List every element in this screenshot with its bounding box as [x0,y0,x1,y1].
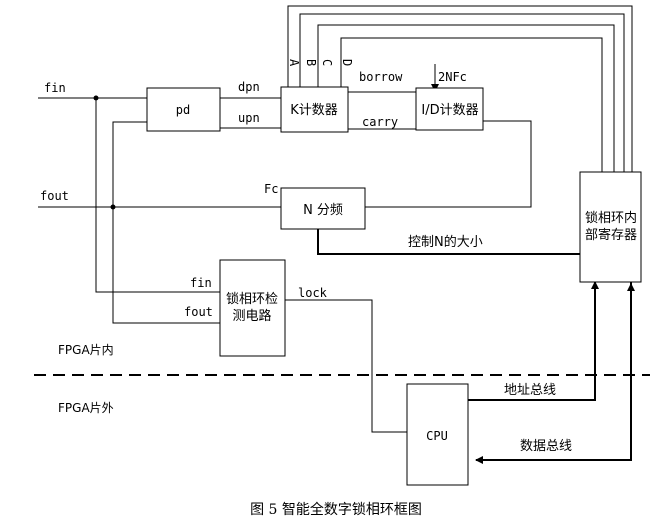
fout-label: fout [40,189,69,203]
k-register-bus [287,5,633,172]
n-divider-block [280,187,366,230]
id-counter-block [415,87,484,131]
fout-wire [38,121,281,324]
data-bus-wire [475,282,632,464]
data-bus-label: 数据总线 [520,439,572,454]
lock-detect-block [219,259,286,357]
fc-label: Fc [264,182,278,196]
fin-label: fin [44,81,66,95]
d-label: D [340,59,354,66]
fin-detect-label: fin [190,276,212,290]
2nfc-label: 2NFc [438,70,467,84]
fout-detect-label: fout [184,305,213,319]
address-bus-label: 地址总线 [504,383,556,398]
k-counter-label: K计数器 [290,103,338,118]
b-label: B [304,59,318,66]
lock-wire [285,299,407,433]
lock-label: lock [298,286,328,300]
control-n-label: 控制N的大小 [408,234,483,250]
cpu-block [406,383,469,486]
control-n-wire [317,229,580,255]
figure-caption: 图 5 智能全数字锁相环框图 [250,501,422,518]
lock-detect-label-1: 锁相环检 [226,291,278,307]
fin-input-wire [38,95,220,293]
dpn-label: dpn [238,80,260,94]
register-block [579,171,642,283]
id-counter-label: I/D计数器 [421,103,478,118]
id-to-n-wire [365,120,532,208]
cpu-label: CPU [426,429,448,443]
a-label: A [287,59,301,67]
address-bus-wire [468,281,599,401]
pd-label: pd [176,103,190,117]
fpga-outside-label: FPGA片外 [58,401,114,415]
c-label: C [320,59,334,66]
upn-label: upn [238,111,260,125]
lock-detect-label-2: 测电路 [232,308,271,324]
carry-label: carry [362,115,398,129]
register-label-2: 部寄存器 [585,227,637,243]
n-divider-label: N 分频 [303,203,343,218]
borrow-label: borrow [359,70,403,84]
pd-block [146,87,221,132]
k-counter-block [280,86,349,133]
fpga-inside-label: FPGA片内 [58,343,114,357]
register-label-1: 锁相环内 [585,210,637,226]
